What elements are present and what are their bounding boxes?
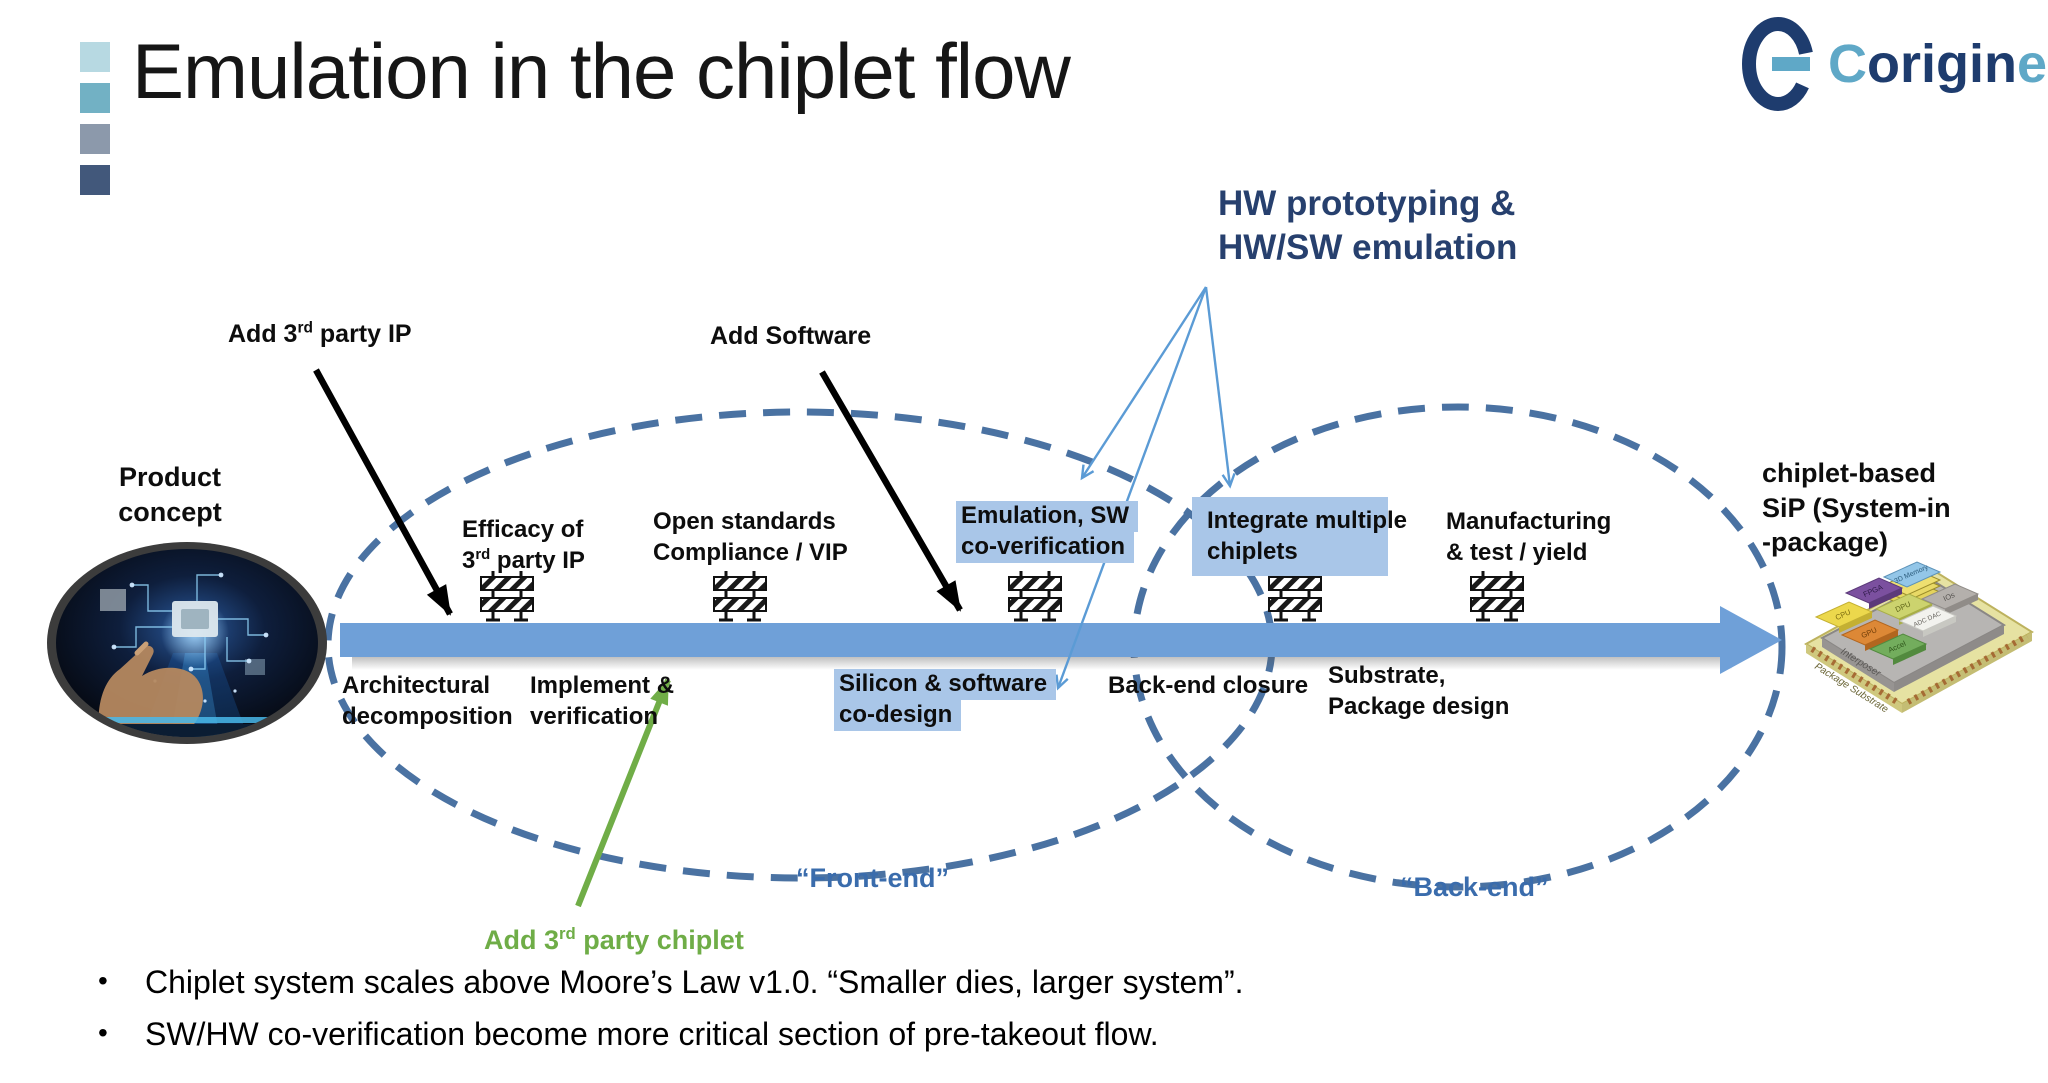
bullet-item: • SW/HW co-verification become more crit… bbox=[98, 1008, 1243, 1060]
corigine-wordmark: Corigine bbox=[1828, 33, 2047, 95]
wordmark-e: e bbox=[2016, 34, 2048, 94]
hw-prototyping-line2: HW/SW emulation bbox=[1218, 227, 1518, 267]
add-ip-text: Add 3 bbox=[228, 320, 298, 348]
add-software-label: Add Software bbox=[710, 322, 872, 350]
stage-label-line: verification bbox=[530, 703, 659, 731]
stage-codesign-label: Silicon & software co-design bbox=[834, 668, 1057, 732]
stage-label-line: Emulation, SW bbox=[956, 500, 1138, 532]
construction-barrier-icon bbox=[1007, 569, 1063, 622]
bullet-text: SW/HW co-verification become more critic… bbox=[145, 1016, 1159, 1053]
bullet-marker: • bbox=[98, 965, 108, 996]
accent-square bbox=[80, 42, 110, 72]
construction-barrier-icon bbox=[712, 569, 768, 622]
hw-proto-pointer-codesign bbox=[1055, 286, 1208, 691]
stage-label-line: Silicon & software bbox=[834, 668, 1057, 700]
stage-emulation-label: Emulation, SW co-verification bbox=[956, 500, 1138, 564]
stage-label-line: Efficacy of bbox=[462, 516, 584, 543]
bullet-item: • Chiplet system scales above Moore’s La… bbox=[98, 956, 1243, 1008]
add-chiplet-label: Add 3rd party chiplet bbox=[484, 923, 744, 958]
stage-label-text: party IP bbox=[490, 547, 585, 575]
stage-manufacturing-label: Manufacturing & test / yield bbox=[1446, 506, 1611, 568]
chiplet-sip-line3: -package) bbox=[1762, 527, 1889, 558]
stage-efficacy-label: Efficacy of 3rd party IP bbox=[462, 514, 585, 576]
stage-label-sup: rd bbox=[475, 547, 491, 564]
stage-label-text: 3 bbox=[462, 547, 476, 575]
product-concept-image bbox=[47, 542, 327, 744]
stage-label-line: Implement & bbox=[530, 672, 675, 699]
accent-square bbox=[80, 124, 110, 154]
stage-label-line: Integrate multiple bbox=[1207, 507, 1408, 534]
hw-prototyping-line1: HW prototyping & bbox=[1218, 184, 1516, 223]
chiplet-sip-image: Interposer Package Substrate 3D Memory F… bbox=[1804, 561, 2034, 716]
chiplet-sip-line1: chiplet-based bbox=[1762, 458, 1937, 488]
add-chiplet-text: Add 3 bbox=[484, 925, 560, 955]
stage-implement-label: Implement & verification bbox=[530, 670, 674, 732]
hw-proto-pointer-integrate bbox=[1204, 286, 1236, 489]
stage-architectural-label: Architectural decomposition bbox=[342, 670, 513, 732]
stage-label-line: Architectural bbox=[342, 672, 491, 699]
front-end-region-label: “Front-end” bbox=[796, 863, 949, 893]
highlighted-text: Silicon & software bbox=[834, 669, 1057, 700]
add-chiplet-sup: rd bbox=[559, 924, 576, 943]
timeline-shadow bbox=[352, 657, 1732, 670]
wordmark-origin: origin bbox=[1867, 34, 2017, 94]
stage-label-line: Compliance / VIP bbox=[653, 539, 848, 567]
stage-label-line: Substrate, bbox=[1328, 662, 1446, 689]
wordmark-c: C bbox=[1828, 34, 1867, 94]
highlighted-text: co-design bbox=[834, 700, 962, 732]
stage-label-line: decomposition bbox=[342, 703, 513, 731]
stage-label-line: 3rd party IP bbox=[462, 545, 585, 576]
timeline-bar bbox=[340, 623, 1722, 657]
product-concept-line2: concept bbox=[118, 496, 222, 527]
add-ip-sup: rd bbox=[297, 319, 313, 337]
hw-prototyping-callout: HW prototyping & HW/SW emulation bbox=[1218, 182, 1517, 270]
accent-square bbox=[80, 83, 110, 113]
timeline-arrowhead bbox=[1720, 606, 1782, 674]
hw-proto-pointer-emulation bbox=[1080, 286, 1208, 481]
construction-barrier-icon bbox=[1267, 569, 1323, 622]
bullet-text: Chiplet system scales above Moore’s Law … bbox=[145, 964, 1244, 1000]
summary-bullets: • Chiplet system scales above Moore’s La… bbox=[98, 956, 1243, 1061]
add-ip-text: party IP bbox=[312, 320, 412, 348]
add-ip-arrow bbox=[313, 368, 453, 616]
bullet-marker: • bbox=[98, 1017, 108, 1049]
product-concept-label: Product concept bbox=[95, 460, 245, 529]
chiplet-sip-label: chiplet-based SiP (System-in -package) bbox=[1762, 456, 1951, 560]
stage-label-line: Package design bbox=[1328, 693, 1510, 721]
stage-label-line: co-verification bbox=[956, 531, 1138, 564]
stage-label-line: chiplets bbox=[1207, 538, 1298, 566]
page-title: Emulation in the chiplet flow bbox=[132, 27, 1071, 115]
stage-integrate-chiplets-label: Integrate multiple chiplets bbox=[1192, 497, 1408, 567]
chiplet-sip-line2: SiP (System-in bbox=[1762, 492, 1951, 523]
stage-label-line: co-design bbox=[834, 699, 1056, 732]
product-concept-line1: Product bbox=[118, 462, 221, 492]
stage-label-line: & test / yield bbox=[1446, 539, 1588, 567]
add-chiplet-arrow bbox=[575, 678, 671, 908]
svg-text:IOs: IOs bbox=[1942, 590, 1957, 603]
stage-backend-closure-label: Back-end closure bbox=[1108, 672, 1309, 699]
stage-open-standards-label: Open standards Compliance / VIP bbox=[653, 506, 848, 568]
corigine-logo-icon bbox=[1742, 17, 1814, 111]
add-third-party-ip-label: Add 3rd party IP bbox=[228, 318, 412, 351]
stage-label-line: Open standards bbox=[653, 508, 836, 535]
back-end-region-label: “Back-end” bbox=[1400, 872, 1549, 902]
highlighted-text: co-verification bbox=[956, 532, 1135, 564]
stage-label-line: Manufacturing bbox=[1446, 508, 1612, 535]
stage-integrate-chiplets-box: Integrate multiple chiplets bbox=[1192, 497, 1408, 576]
stage-substrate-label: Substrate, Package design bbox=[1328, 660, 1509, 722]
corigine-logo: Corigine bbox=[1742, 16, 2047, 112]
add-chiplet-text: party chiplet bbox=[575, 925, 744, 955]
add-software-arrow bbox=[819, 370, 963, 612]
accent-square bbox=[80, 165, 110, 195]
highlighted-text: Emulation, SW bbox=[956, 501, 1138, 532]
construction-barrier-icon bbox=[1469, 569, 1525, 622]
construction-barrier-icon bbox=[479, 569, 535, 622]
